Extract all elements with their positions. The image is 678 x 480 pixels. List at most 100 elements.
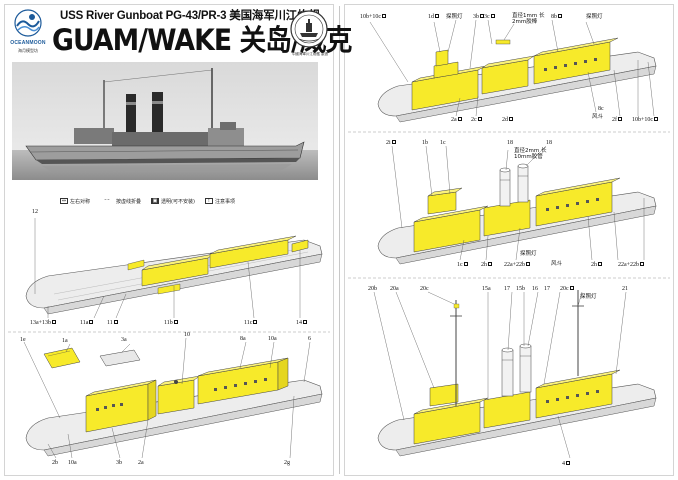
part-label: 16 (532, 286, 538, 292)
checkbox-icon (382, 13, 387, 18)
part-label: 12 (32, 209, 38, 215)
left-panel-frame (4, 4, 334, 476)
part-label: 22a+22b (618, 261, 645, 268)
seal-caption: 中國海軍川江炮艦 製造 (291, 52, 329, 56)
part-label: 11c (244, 319, 258, 326)
step4-diagram (377, 145, 657, 265)
seal-icon (290, 10, 328, 48)
callout-tube: 直径2mm 长10mm胶管 (514, 148, 547, 160)
part-label: 1c (457, 261, 468, 268)
wave-logo-icon (14, 9, 42, 37)
part-label: 13a+13b (30, 319, 57, 326)
callout-searchlight: 探照灯 (580, 294, 597, 300)
checkbox-icon (173, 319, 178, 324)
checkbox-icon (253, 319, 258, 324)
part-label: 18 (546, 140, 552, 146)
checkbox-icon (89, 319, 94, 324)
align-icon: ⇔ (60, 198, 68, 204)
section-divider (348, 131, 670, 133)
part-label: 10b+10c (360, 13, 387, 20)
part-label: 2f (612, 116, 622, 123)
page-divider (339, 6, 340, 474)
part-label: 3b (116, 460, 122, 466)
checkbox-icon (490, 13, 495, 18)
checkbox-icon (303, 319, 307, 324)
part-label: 4 (562, 460, 570, 467)
legend-item-notice: ! 注意事项 (204, 198, 235, 205)
checkbox-icon (435, 13, 439, 18)
symbol-legend: ⇔ 左右对称 -·- 按虚线折叠 ▣ 透明(可不安装) ! 注意事项 (60, 196, 310, 206)
part-label: 11a (80, 319, 94, 326)
checkbox-icon (598, 261, 602, 266)
step5-diagram (373, 290, 657, 459)
part-label: 2c (471, 116, 482, 123)
checkbox-icon (477, 116, 482, 121)
part-label: 2h (481, 261, 492, 268)
step1-diagram (25, 218, 323, 319)
part-label: 2g (284, 460, 290, 466)
part-label: 1b (422, 140, 428, 146)
checkbox-icon (526, 261, 531, 266)
checkbox-icon (566, 460, 570, 465)
part-label: 10a (68, 460, 77, 466)
part-label: 15b (516, 286, 525, 292)
part-label: 2a (451, 116, 462, 123)
part-label: 14 (296, 319, 307, 326)
step2-diagram (23, 337, 323, 459)
callout-vent: 风斗 (592, 114, 604, 120)
checkbox-icon (113, 319, 118, 324)
legend-label: 左右对称 (70, 198, 91, 205)
part-label: 8a (240, 336, 246, 342)
brand-name: OCEANMOON (10, 40, 46, 46)
part-label: 2b (52, 460, 58, 466)
part-label: 11b (164, 319, 178, 326)
legend-item-align: ⇔ 左右对称 (60, 198, 90, 205)
brand-logo: OCEANMOON 海月模型坊 (8, 8, 48, 53)
legend-item-transparent: ▣ 透明(可不安装) (151, 198, 195, 205)
checkbox-icon (463, 261, 468, 266)
legend-item-fold: -·- 按虚线折叠 (100, 198, 141, 205)
part-label: 3c (484, 13, 495, 20)
part-label: 21 (622, 286, 628, 292)
callout-searchlight: 探照灯 (586, 14, 603, 20)
legend-label: 按虚线折叠 (116, 198, 142, 205)
part-label: 20c (420, 286, 429, 292)
legend-label: 透明(可不安装) (161, 198, 195, 205)
callout-searchlight: 探照灯 (520, 251, 537, 257)
part-label: 1e (20, 337, 26, 343)
checkbox-icon (509, 116, 513, 121)
checkbox-icon (457, 116, 462, 121)
part-label: 3a (121, 337, 127, 343)
checkbox-icon (488, 261, 492, 266)
checkbox-icon (618, 116, 622, 121)
right-panel-frame (344, 4, 674, 476)
part-label: 17 (544, 286, 550, 292)
checkbox-icon (569, 285, 574, 290)
part-label: 20b (368, 286, 377, 292)
page-subtitle: USS River Gunboat PG-43/PR-3 美国海军川江炮舰 (60, 10, 320, 22)
part-label: 20a (390, 286, 399, 292)
part-label: 18 (507, 140, 513, 146)
part-label: 2h (591, 261, 602, 268)
part-label: 3b (473, 13, 484, 20)
part-label: 1d (428, 13, 439, 20)
transparent-icon: ▣ (151, 198, 160, 204)
callout-searchlight: 探照灯 (446, 14, 463, 20)
section-divider (8, 331, 330, 333)
part-label: 1c (440, 140, 446, 146)
part-label: 2a (138, 460, 144, 466)
part-label: 2i (386, 139, 396, 146)
step3-diagram (369, 19, 657, 123)
part-label: 22a+22b (504, 261, 531, 268)
checkbox-icon (480, 13, 484, 18)
part-label: 11 (107, 319, 118, 326)
part-label: 10a (268, 336, 277, 342)
ship-photo (12, 62, 318, 180)
section-divider (348, 277, 670, 279)
checkbox-icon (558, 13, 562, 18)
callout-rod: 直径1mm 长2mm胶棒 (512, 13, 545, 25)
part-label: 15a (482, 286, 491, 292)
checkbox-icon (654, 116, 659, 121)
brand-name-cn: 海月模型坊 (18, 48, 38, 53)
